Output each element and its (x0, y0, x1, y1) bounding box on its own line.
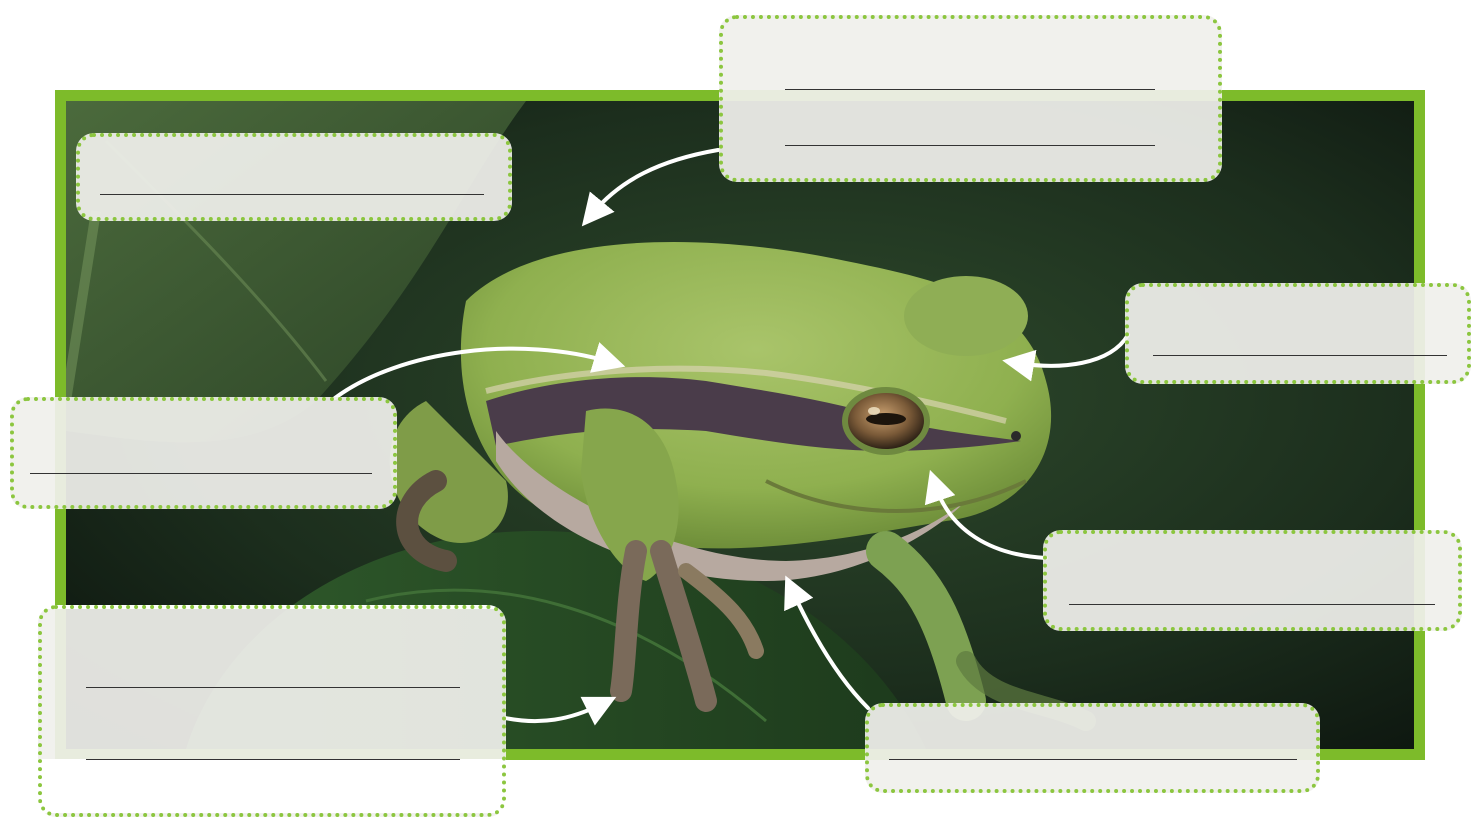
label-box-left-middle[interactable] (10, 397, 397, 509)
label-box-right-lower[interactable] (1043, 530, 1462, 631)
answer-line[interactable] (889, 759, 1297, 760)
answer-line[interactable] (785, 89, 1155, 90)
answer-line[interactable] (100, 194, 484, 195)
answer-line[interactable] (86, 759, 460, 760)
label-box-bottom-left[interactable] (38, 605, 506, 817)
answer-line[interactable] (785, 145, 1155, 146)
label-box-right-upper[interactable] (1125, 283, 1471, 384)
answer-line[interactable] (1153, 355, 1447, 356)
label-box-top-center[interactable] (719, 15, 1222, 182)
label-box-top-left[interactable] (76, 133, 512, 221)
answer-line[interactable] (86, 687, 460, 688)
answer-line[interactable] (1069, 604, 1435, 605)
label-box-bottom-right[interactable] (865, 703, 1320, 793)
answer-line[interactable] (30, 473, 372, 474)
